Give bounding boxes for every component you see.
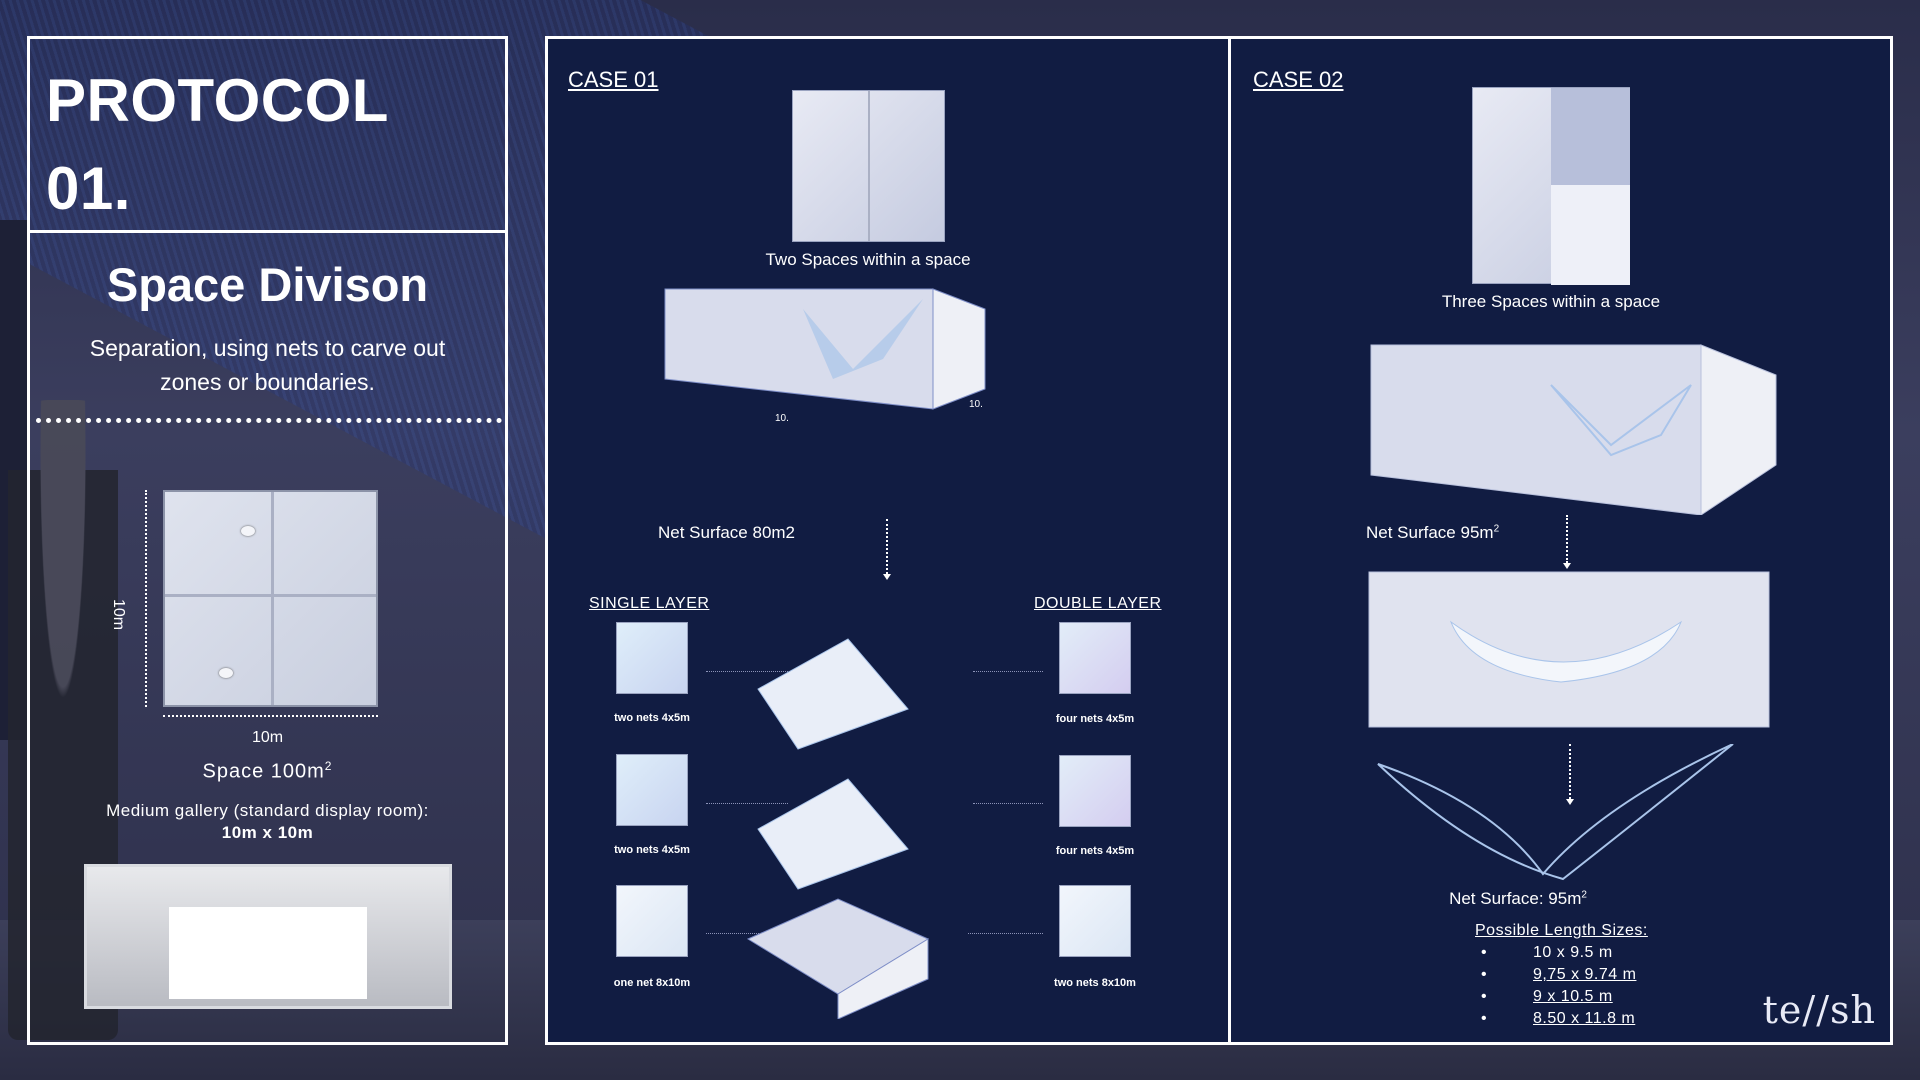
- net-form-box-side: [837, 938, 929, 1019]
- cases-panel: CASE 01 Two Spaces within a space 10. 10…: [545, 36, 1893, 1045]
- case02-plan-image: [1472, 87, 1630, 285]
- link-line: [706, 933, 761, 934]
- case01-iso-room-wall: [932, 288, 986, 410]
- case01-top-caption: Two Spaces within a space: [765, 250, 971, 269]
- brand-logo: te//sh: [1762, 988, 1876, 1032]
- space-area-value: Space 100m: [202, 760, 325, 783]
- case02-iso-net: [1550, 384, 1692, 457]
- case01-plan-divider: [868, 91, 870, 241]
- case02-plan-zone: [1551, 185, 1630, 285]
- double-net-image: [1059, 755, 1131, 827]
- case01-label: CASE 01: [568, 67, 659, 92]
- net-form-double: [757, 778, 909, 890]
- case02-net-surface-value: Net Surface 95m: [1366, 523, 1494, 542]
- link-line: [973, 671, 1043, 672]
- case02-net-surface-bottom-value: Net Surface: 95m: [1449, 889, 1582, 908]
- size-item: 10 x 9.5 m: [1481, 944, 1636, 966]
- dimension-line-horizontal: [163, 715, 378, 717]
- case02-section-room: [1368, 571, 1770, 728]
- space-area-sup: 2: [324, 759, 333, 773]
- double-net-image: [1059, 622, 1131, 694]
- dimension-label-vertical: 10m: [110, 599, 127, 631]
- gallery-room-back-wall: [169, 907, 367, 999]
- size-item-label: 8.50 x 11.8 m: [1533, 1010, 1636, 1027]
- case02-section-render: [1368, 571, 1770, 728]
- size-item-label: 9,75 x 9.74 m: [1533, 966, 1637, 983]
- double-net-image: [1059, 885, 1131, 957]
- case01-plan-image: [792, 90, 945, 242]
- size-item: 8.50 x 11.8 m: [1481, 1010, 1636, 1032]
- case02-net-surface-sup: 2: [1493, 523, 1500, 535]
- case01-iso-dim-a: 10.: [775, 413, 789, 424]
- protocol-title-box: PROTOCOL 01.: [30, 39, 505, 233]
- case01-iso-room-floor: [664, 288, 934, 410]
- double-net-caption: four nets 4x5m: [1055, 713, 1135, 725]
- size-item: 9,75 x 9.74 m: [1481, 966, 1636, 988]
- case02-iso-render: [1370, 344, 1777, 515]
- link-line: [706, 671, 788, 672]
- dimension-line-vertical: [145, 490, 147, 707]
- case02-arrow-down: [1563, 515, 1571, 569]
- gallery-room-render: [84, 864, 452, 1009]
- plan-divider-vertical: [271, 492, 274, 705]
- case01-iso-dim-b: 10.: [969, 399, 983, 410]
- double-net-caption: two nets 8x10m: [1054, 977, 1136, 989]
- possible-sizes-title: Possible Length Sizes:: [1475, 922, 1648, 939]
- case01-arrow-down: [883, 519, 891, 580]
- case01-net-surface: Net Surface 80m2: [658, 523, 796, 542]
- double-layer-label: DOUBLE LAYER: [1034, 595, 1162, 612]
- plan-light-fixture: [219, 668, 233, 678]
- link-line: [973, 803, 1043, 804]
- case02-net-form-path: [1377, 744, 1734, 881]
- space-division-title: Space Divison: [106, 258, 429, 311]
- single-layer-label: SINGLE LAYER: [589, 595, 710, 612]
- single-net-caption: two nets 4x5m: [614, 844, 690, 856]
- case02-net-surface-bottom: Net Surface: 95m2: [1368, 889, 1668, 909]
- size-item-label: 9 x 10.5 m: [1533, 988, 1613, 1005]
- case02-plan-zone: [1551, 88, 1630, 185]
- possible-sizes-list: 10 x 9.5 m 9,75 x 9.74 m 9 x 10.5 m 8.50…: [1481, 944, 1636, 1032]
- cases-divider: [1228, 39, 1231, 1042]
- plan-light-fixture: [241, 526, 255, 536]
- case02-iso-room-floor: [1370, 344, 1702, 515]
- link-line: [968, 933, 1043, 934]
- plan-divider-horizontal: [165, 594, 376, 597]
- net-form-single: [757, 638, 909, 750]
- case02-net-surface-bottom-sup: 2: [1581, 889, 1587, 901]
- case01-iso-net: [803, 299, 923, 379]
- dotted-divider: [36, 418, 502, 423]
- gallery-description: Medium gallery (standard display room):: [106, 801, 429, 820]
- case02-label: CASE 02: [1253, 67, 1344, 92]
- size-item: 9 x 10.5 m: [1481, 988, 1636, 1010]
- floor-plan-top-view: [163, 490, 378, 707]
- single-net-caption: two nets 4x5m: [614, 712, 690, 724]
- single-net-caption: one net 8x10m: [613, 977, 691, 989]
- protocol-title: PROTOCOL 01.: [46, 67, 388, 222]
- case02-net-form: [1377, 744, 1734, 881]
- space-division-description: Separation, using nets to carve out zone…: [89, 335, 446, 395]
- case02-section-net: [1449, 620, 1683, 683]
- case01-net-forms: [746, 638, 930, 1019]
- case02-net-surface: Net Surface 95m2: [1366, 523, 1566, 543]
- case01-iso-render: 10. 10.: [664, 288, 986, 424]
- gallery-size: 10m x 10m: [221, 823, 314, 842]
- protocol-panel: PROTOCOL 01. Space Divison Separation, u…: [27, 36, 508, 1045]
- single-net-image: [616, 754, 688, 826]
- case02-arrow-down-2: [1566, 744, 1574, 805]
- single-net-image: [616, 622, 688, 694]
- single-net-image: [616, 885, 688, 957]
- space-area-text: Space 100m2: [30, 759, 505, 784]
- case02-top-caption: Three Spaces within a space: [1441, 292, 1661, 311]
- case02-iso-room-wall: [1700, 344, 1777, 515]
- link-line: [706, 803, 788, 804]
- double-net-caption: four nets 4x5m: [1055, 845, 1135, 857]
- size-item-label: 10 x 9.5 m: [1533, 944, 1613, 961]
- dimension-label-horizontal: 10m: [252, 729, 284, 746]
